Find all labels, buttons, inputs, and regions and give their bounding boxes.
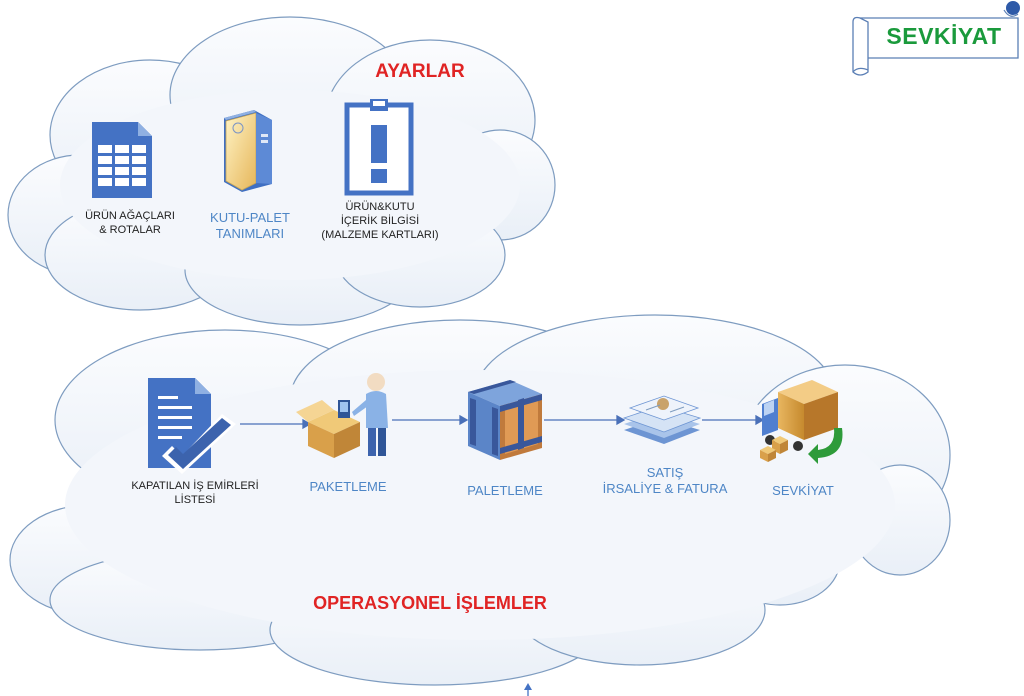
operations-title: OPERASYONEL İŞLEMLER [313,593,547,613]
bottom-connector-arrow [524,683,532,696]
box-device-icon [224,110,272,192]
flow-connectors [240,414,765,430]
step-closed-work-orders[interactable]: KAPATILAN İŞ EMİRLERİ LİSTESİ [120,480,270,508]
operations-cloud [9,314,951,686]
step-label: PAKETLEME [309,479,387,494]
spreadsheet-document-icon [92,122,152,198]
step-label: SEVKİYAT [772,483,834,498]
step-label: LİSTESİ [174,493,216,506]
settings-title: AYARLAR [375,61,465,82]
clipboard-alert-icon [344,99,414,196]
step-palletizing[interactable]: PALETLEME [450,483,560,499]
settings-item-label: TANIMLARI [215,226,285,242]
settings-item-label: ÜRÜN AĞAÇLARI [85,210,175,222]
step-sales-invoice[interactable]: SATIŞ İRSALİYE & FATURA [585,465,745,498]
step-label: KAPATILAN İŞ EMİRLERİ [131,480,259,492]
settings-item-label: & ROTALAR [99,223,161,236]
step-shipment[interactable]: SEVKİYAT [748,483,858,499]
pallet-cube-icon [468,380,542,460]
settings-item-label: ÜRÜN&KUTU [345,201,415,213]
step-label: İRSALİYE & FATURA [602,481,728,497]
banner-title: SEVKİYAT [886,23,1002,49]
settings-item-material-cards[interactable]: ÜRÜN&KUTU İÇERİK BİLGİSİ (MALZEME KARTLA… [305,201,455,242]
step-label: PALETLEME [467,483,543,498]
settings-item-label: (MALZEME KARTLARI) [321,228,439,241]
step-packing[interactable]: PAKETLEME [293,479,403,495]
step-label: SATIŞ [646,465,684,480]
settings-item-product-trees[interactable]: ÜRÜN AĞAÇLARI & ROTALAR [70,210,190,238]
banner-scroll [852,1,1020,76]
invoice-stack-icon [622,395,702,444]
settings-item-box-pallet-definitions[interactable]: KUTU-PALET TANIMLARI [190,210,310,243]
settings-item-label: İÇERİK BİLGİSİ [340,214,420,227]
packing-worker-icon [296,373,388,458]
scroll-knob-icon [1006,1,1020,15]
checked-document-icon [148,378,236,474]
settings-item-label: KUTU-PALET [210,210,290,225]
delivery-truck-icon [760,380,843,464]
